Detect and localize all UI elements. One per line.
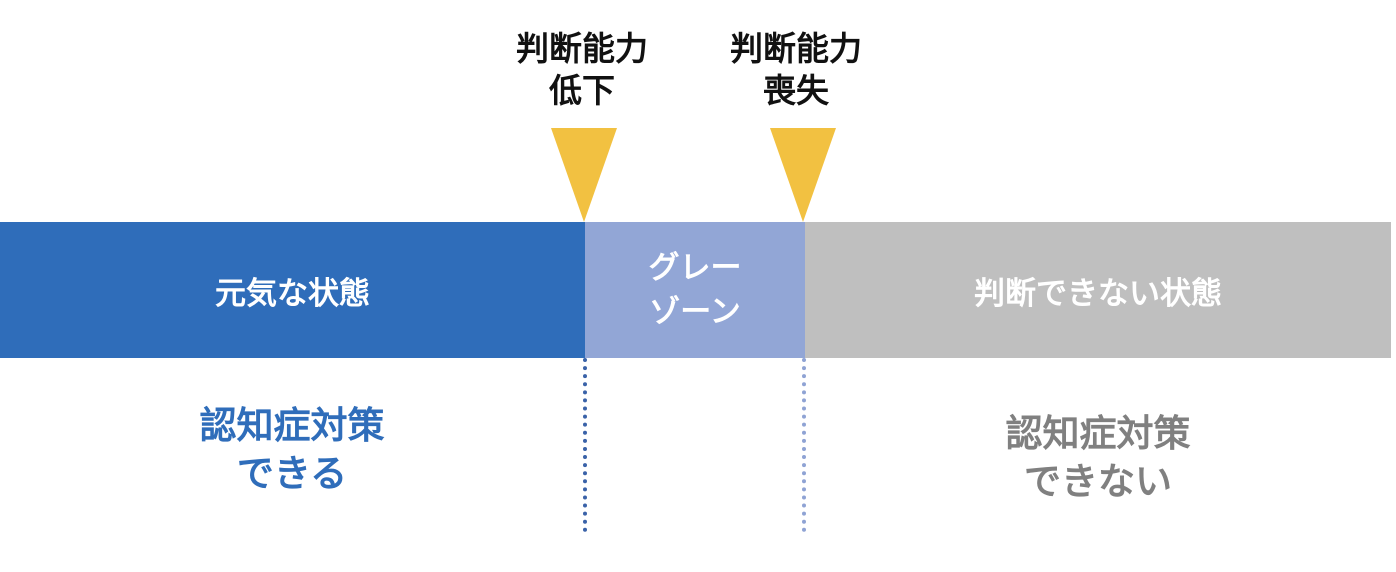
gray-zone-label-line1: グレー: [648, 250, 742, 286]
divider-dotted-line: [802, 358, 806, 532]
gray-zone-label-line2: ゾーン: [649, 294, 741, 330]
healthy-state-label: 元気な状態: [215, 275, 370, 312]
unable-state-band: 判断できない状態: [805, 222, 1391, 358]
healthy-state-band: 元気な状態: [0, 222, 585, 358]
marker-label-line1: 判断能力: [730, 29, 862, 68]
gray-zone-label: グレー ゾーン: [649, 246, 742, 334]
outcome-cannot: 認知症対策 できない: [938, 410, 1258, 506]
gray-zone-band: グレー ゾーン: [585, 222, 805, 358]
marker-label-line2: 喪失: [763, 71, 829, 110]
marker-label-line2: 低下: [549, 71, 615, 110]
outcome-cannot-line1: 認知症対策: [1005, 412, 1191, 455]
outcome-cannot-line2: できない: [1024, 460, 1172, 503]
unable-state-label: 判断できない状態: [974, 275, 1222, 312]
marker-label-line1: 判断能力: [516, 29, 648, 68]
outcome-can-line2: できる: [236, 452, 348, 495]
down-triangle-icon: [770, 128, 836, 222]
divider-dotted-line: [583, 358, 587, 532]
down-triangle-icon: [551, 128, 617, 222]
marker-label-loss: 判断能力 喪失: [696, 28, 896, 112]
outcome-can-line1: 認知症対策: [199, 404, 385, 447]
marker-label-decline: 判断能力 低下: [482, 28, 682, 112]
outcome-can: 認知症対策 できる: [132, 402, 452, 498]
